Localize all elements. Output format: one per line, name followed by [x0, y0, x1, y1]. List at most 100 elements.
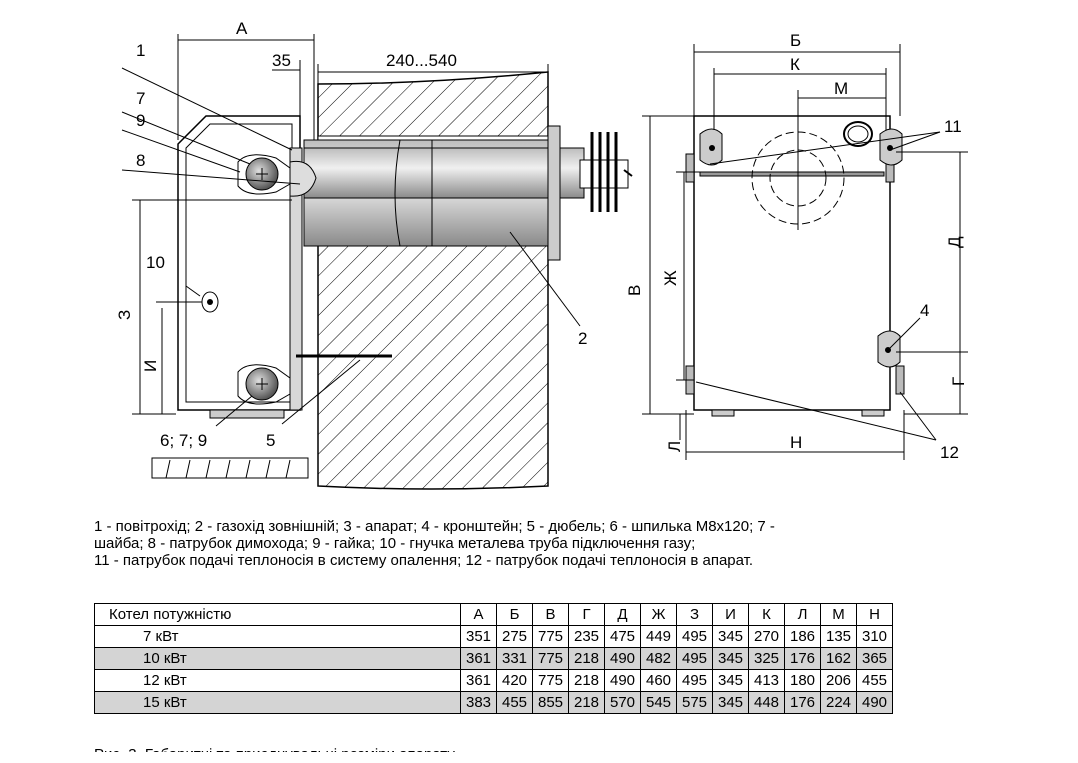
table-cell: 351	[460, 625, 497, 648]
label-dim-Zh: Ж	[661, 270, 680, 286]
table-cell: 206	[820, 669, 857, 692]
table-cell: 218	[568, 669, 605, 692]
row-label: 12 кВт	[94, 669, 461, 692]
table-cell: 460	[640, 669, 677, 692]
table-header-cell: Л	[784, 603, 821, 626]
row-label: 7 кВт	[94, 625, 461, 648]
table-cell: 325	[748, 647, 785, 670]
table-header-cell: М	[820, 603, 857, 626]
label-dim-35: 35	[272, 51, 291, 70]
table-cell: 186	[784, 625, 821, 648]
table-header-cell: Б	[496, 603, 533, 626]
table-cell: 383	[460, 691, 497, 714]
label-dim-I: И	[141, 360, 160, 372]
heater-front	[693, 115, 891, 411]
table-cell: 775	[532, 625, 569, 648]
table-cell: 310	[856, 625, 893, 648]
table-header-cell: З	[676, 603, 713, 626]
table-cell: 482	[640, 647, 677, 670]
label-dim-wall: 240...540	[386, 51, 457, 70]
label-dim-V: В	[625, 285, 644, 296]
label-dim-M: М	[834, 79, 848, 98]
table-header-cell: Г	[568, 603, 605, 626]
label-callout-12: 12	[940, 443, 959, 462]
table-cell: 495	[676, 669, 713, 692]
label-callout-7: 7	[136, 89, 145, 108]
label-dim-Z: З	[115, 310, 134, 320]
legend-line: шайба; 8 - патрубок димохода; 9 - гайка;…	[94, 535, 696, 552]
dimensions-table: Котел потужністю А Б В Г Д Ж З И К Л М Н…	[94, 603, 893, 714]
table-header-first: Котел потужністю	[94, 603, 461, 626]
table-cell: 345	[712, 625, 749, 648]
label-callout-11: 11	[944, 117, 962, 136]
table-cell: 490	[856, 691, 893, 714]
flue-pipe	[303, 147, 585, 199]
legend-line: 11 - патрубок подачі теплоносія в систем…	[94, 552, 754, 569]
label-callout-4: 4	[920, 301, 929, 320]
label-callout-8: 8	[136, 151, 145, 170]
table-cell: 495	[676, 625, 713, 648]
legend: 1 - повітрохід; 2 - газохід зовнішній; 3…	[94, 518, 974, 569]
table-cell: 490	[604, 669, 641, 692]
table-cell: 449	[640, 625, 677, 648]
figure-caption: Рис. 3. Габаритні та приєднувальні розмі…	[94, 746, 455, 763]
label-callout-10: 10	[146, 253, 165, 272]
table-cell: 448	[748, 691, 785, 714]
heater-body	[177, 115, 301, 411]
table-row: 15 кВт 383 455 855 218 570 545 575 345 4…	[94, 691, 893, 714]
technical-drawing: А 35 240...540 1 7 9 8 10 6; 7; 9 5 2 З …	[115, 19, 968, 490]
table-cell: 176	[784, 647, 821, 670]
terminal-fins	[547, 125, 633, 261]
label-callout-9: 9	[136, 111, 145, 130]
table-cell: 545	[640, 691, 677, 714]
table-cell: 455	[496, 691, 533, 714]
label-callout-5: 5	[266, 431, 275, 450]
row-label: 10 кВт	[94, 647, 461, 670]
label-callout-1: 1	[136, 41, 145, 60]
front-view: Б К М 11 4 12 Н В Ж Д Г Л	[625, 31, 968, 462]
table-header-cell: И	[712, 603, 749, 626]
table-cell: 490	[604, 647, 641, 670]
table-row: 12 кВт 361 420 775 218 490 460 495 345 4…	[94, 669, 893, 692]
label-dim-N: Н	[790, 433, 802, 452]
table-cell: 270	[748, 625, 785, 648]
table-cell: 218	[568, 647, 605, 670]
label-dim-B-width: Б	[790, 31, 801, 50]
table-cell: 345	[712, 669, 749, 692]
table-cell: 176	[784, 691, 821, 714]
table-cell: 365	[856, 647, 893, 670]
table-cell: 570	[604, 691, 641, 714]
table-header-cell: А	[460, 603, 497, 626]
table-cell: 455	[856, 669, 893, 692]
label-dim-K: К	[790, 55, 800, 74]
table-cell: 224	[820, 691, 857, 714]
table-cell: 235	[568, 625, 605, 648]
table-cell: 495	[676, 647, 713, 670]
row-label: 15 кВт	[94, 691, 461, 714]
table-cell: 413	[748, 669, 785, 692]
table-row: 7 кВт 351 275 775 235 475 449 495 345 27…	[94, 625, 893, 648]
table-cell: 361	[460, 647, 497, 670]
label-callout-6-7-9: 6; 7; 9	[160, 431, 207, 450]
label-dim-G: Г	[949, 377, 968, 386]
table-cell: 361	[460, 669, 497, 692]
table-header-cell: В	[532, 603, 569, 626]
label-callout-2: 2	[578, 329, 587, 348]
wall-section	[317, 71, 549, 490]
table-cell: 331	[496, 647, 533, 670]
table-header-cell: Д	[604, 603, 641, 626]
table-header-cell: Н	[856, 603, 893, 626]
label-dim-L: Л	[665, 441, 684, 452]
table-cell: 218	[568, 691, 605, 714]
table-cell: 345	[712, 647, 749, 670]
table-cell: 135	[820, 625, 857, 648]
table-header-row: Котел потужністю А Б В Г Д Ж З И К Л М Н	[94, 603, 893, 626]
table-cell: 420	[496, 669, 533, 692]
table-cell: 775	[532, 647, 569, 670]
table-cell: 575	[676, 691, 713, 714]
side-view: А 35 240...540 1 7 9 8 10 6; 7; 9 5 2 З …	[115, 19, 633, 490]
table-cell: 162	[820, 647, 857, 670]
table-header-cell: К	[748, 603, 785, 626]
legend-line: 1 - повітрохід; 2 - газохід зовнішній; 3…	[94, 518, 775, 535]
table-row: 10 кВт 361 331 775 218 490 482 495 345 3…	[94, 647, 893, 670]
